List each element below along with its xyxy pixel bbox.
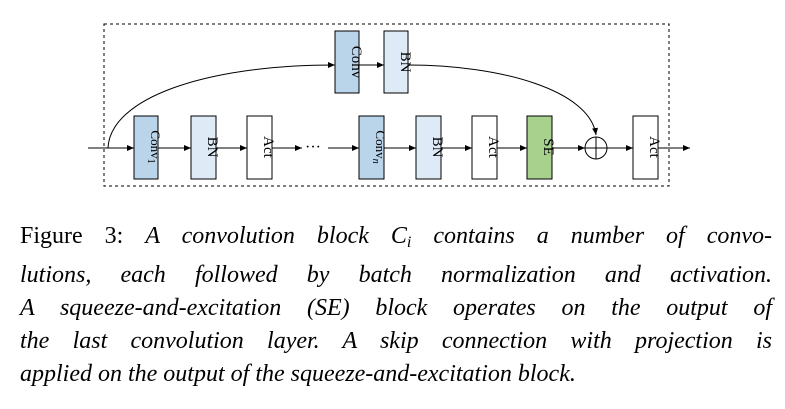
caption-label: Figure 3: (20, 223, 124, 249)
bn1-box: BN (190, 115, 220, 180)
caption-math-sub: i (406, 234, 412, 251)
actn-label: Act (485, 136, 501, 158)
conv1-subscript: 1 (145, 159, 156, 164)
convn-subscript: n (370, 159, 381, 164)
convn-label: Conv (373, 130, 388, 159)
caption-prefix: A convolution block (145, 223, 369, 249)
caption-line-1: Figure 3: A convolution block Ci contain… (20, 220, 772, 259)
projection-conv-box: Conv (334, 30, 364, 94)
caption-math-var: C (390, 223, 407, 249)
skip-connection-curve (107, 62, 336, 149)
block-boundary (103, 23, 670, 187)
projection-conv-label: Conv (348, 46, 364, 79)
caption-line-5: applied on the output of the squeeze-and… (20, 361, 576, 387)
final-act-label: Act (646, 136, 662, 158)
act1-label: Act (260, 136, 276, 158)
skip-to-sum-curve (407, 64, 599, 136)
convn-box: Convn (358, 115, 388, 180)
bnn-label: BN (429, 137, 445, 158)
projection-bn-box: BN (383, 30, 413, 94)
se-box: SE (526, 115, 556, 180)
bn1-label: BN (204, 137, 220, 158)
sum-node-icon (584, 136, 608, 160)
ellipsis: ··· (305, 139, 321, 156)
figure-caption: Figure 3: A convolution block Ci contain… (20, 220, 772, 391)
svg-text:Conv1: Conv1 (145, 130, 163, 163)
bnn-box: BN (415, 115, 445, 180)
convolution-block-diagram: Conv BN Conv1 BN Act ··· Convn BN Act SE (88, 23, 690, 187)
se-label: SE (540, 138, 556, 156)
conv1-label: Conv (148, 130, 163, 159)
caption-line-3: A squeeze-and-excitation (SE) block oper… (20, 295, 772, 321)
conv1-box: Conv1 (133, 115, 163, 180)
final-act-box: Act (632, 115, 662, 180)
projection-bn-label: BN (397, 52, 413, 73)
actn-box: Act (471, 115, 501, 180)
act1-box: Act (246, 115, 276, 180)
caption-line-4: the last convolution layer. A skip conne… (20, 328, 772, 354)
caption-line1-rest: contains a number of convo- (433, 223, 773, 249)
caption-line-2: lutions, each followed by batch normaliz… (20, 262, 772, 288)
svg-text:Convn: Convn (370, 130, 388, 163)
